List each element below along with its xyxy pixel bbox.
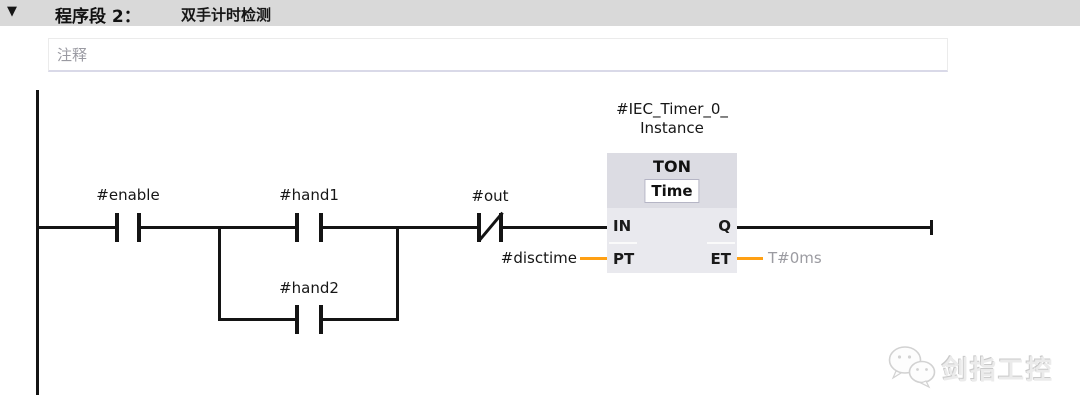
pin-separator	[707, 242, 735, 244]
network-number-label[interactable]: 程序段 2：	[55, 7, 141, 27]
power-rail	[36, 90, 39, 395]
collapse-triangle-icon[interactable]: ▼	[7, 4, 17, 19]
pin-et: ET	[710, 250, 731, 268]
network-header-bar: ▼ 程序段 2： 双手计时检测	[0, 0, 1080, 27]
et-wire	[737, 257, 763, 260]
ton-timer-block[interactable]: TON Time IN Q PT ET	[607, 153, 737, 273]
timer-instance-name[interactable]: Instance	[640, 119, 704, 137]
pt-wire	[580, 257, 607, 260]
pin-in: IN	[613, 217, 632, 235]
contact-bar	[295, 305, 299, 334]
network-comment-box[interactable]: 注释	[48, 38, 948, 72]
contact-operand-label[interactable]: #enable	[96, 186, 160, 204]
contact-operand-label[interactable]: #hand2	[279, 279, 339, 297]
branch-split-line	[218, 226, 221, 321]
contact-gap	[299, 223, 319, 232]
contact-operand-label[interactable]: #out	[471, 187, 509, 205]
contact-operand-label[interactable]: #hand1	[279, 186, 339, 204]
contact-bar	[115, 213, 119, 242]
pin-separator	[609, 242, 637, 244]
pt-operand[interactable]: #disctime	[500, 249, 577, 267]
watermark-text: 剑指工控	[942, 356, 1055, 386]
wechat-logo-icon	[888, 346, 936, 389]
contact-bar	[499, 213, 503, 242]
comment-placeholder: 注释	[57, 46, 88, 64]
rung-end-tick	[930, 220, 933, 235]
contact-bar	[477, 213, 481, 242]
contact-bar	[319, 213, 323, 242]
pin-q: Q	[718, 217, 731, 235]
data-type-selector[interactable]: Time	[644, 179, 700, 203]
contact-gap	[299, 315, 319, 324]
contact-gap	[119, 223, 137, 232]
contact-bar	[319, 305, 323, 334]
contact-bar	[295, 213, 299, 242]
watermark: 剑指工控	[886, 344, 1076, 394]
block-type-label: TON	[653, 157, 691, 176]
branch-merge-line	[396, 226, 399, 321]
output-line	[736, 226, 933, 229]
contact-bar	[137, 213, 141, 242]
et-value[interactable]: T#0ms	[768, 249, 822, 267]
pin-pt: PT	[613, 250, 635, 268]
timer-instance-name[interactable]: #IEC_Timer_0_	[616, 100, 728, 118]
network-title[interactable]: 双手计时检测	[181, 6, 272, 24]
